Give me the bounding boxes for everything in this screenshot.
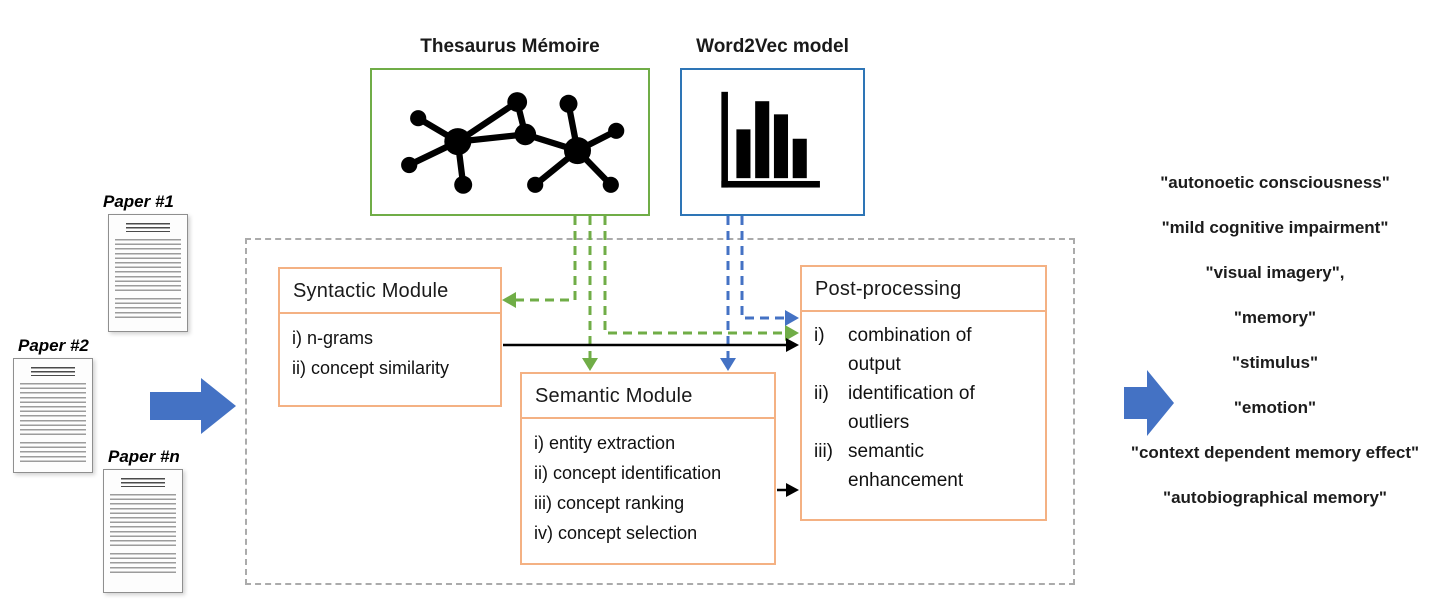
paper-text-lines (20, 383, 86, 435)
output-term: "emotion" (1233, 398, 1317, 417)
paper-text-lines (110, 494, 176, 546)
output-term: "memory" (1233, 308, 1317, 327)
item-text: concept selection (558, 523, 698, 543)
output-term: "visual imagery", (1205, 263, 1345, 282)
paper-text-lines (20, 442, 86, 464)
paper-n-thumbnail (103, 469, 183, 593)
output-term: "context dependent memory effect" (1130, 443, 1420, 462)
item-number: i) (814, 325, 825, 346)
module-item: iii) semantic enhancement (814, 437, 1033, 495)
semantic-module-box: Semantic Module i) entity extraction ii)… (520, 372, 776, 565)
paper-2-label: Paper #2 (18, 336, 89, 355)
output-term: "autobiographical memory" (1163, 488, 1387, 507)
paper-1-thumbnail (108, 214, 188, 332)
item-number: iii) (814, 441, 833, 462)
item-text: combination of output (848, 325, 972, 375)
module-item: ii) identification of outliers (814, 379, 1033, 437)
network-graph-icon (401, 91, 625, 194)
syntactic-module-title: Syntactic Module (280, 269, 500, 314)
item-text: identification of outliers (848, 383, 975, 433)
post-processing-module-box: Post-processing i) combination of output … (800, 265, 1047, 521)
bar-chart-icon (720, 91, 820, 188)
item-number: ii) (292, 358, 306, 378)
semantic-module-title: Semantic Module (522, 374, 774, 419)
item-number: ii) (814, 383, 829, 404)
semantic-module-items: i) entity extraction ii) concept identif… (522, 419, 774, 557)
paper-title-lines (125, 223, 171, 232)
module-item: i) combination of output (814, 321, 1033, 379)
post-processing-module-title: Post-processing (802, 267, 1045, 312)
paper-title-lines (120, 478, 166, 487)
paper-1-label: Paper #1 (103, 192, 174, 211)
module-item: i) n-grams (292, 323, 488, 353)
item-text: concept identification (553, 463, 722, 483)
word2vec-box (680, 68, 865, 216)
word2vec-label: Word2Vec model (696, 36, 849, 57)
paper-text-lines (110, 553, 176, 575)
module-item: iii) concept ranking (534, 488, 762, 518)
output-term: "mild cognitive impairment" (1161, 218, 1389, 237)
item-text: n-grams (307, 328, 374, 348)
input-flow-arrow (150, 378, 236, 434)
item-number: ii) (534, 463, 548, 483)
item-text: concept ranking (557, 493, 685, 513)
module-item: ii) concept similarity (292, 353, 488, 383)
module-item: i) entity extraction (534, 428, 762, 458)
syntactic-module-box: Syntactic Module i) n-grams ii) concept … (278, 267, 502, 407)
thesaurus-label: Thesaurus Mémoire (420, 36, 600, 57)
item-number: iii) (534, 493, 552, 513)
item-number: i) (292, 328, 302, 348)
paper-text-lines (115, 298, 181, 320)
output-terms-list: "autonoetic consciousness" "mild cogniti… (1125, 160, 1425, 520)
item-number: iv) (534, 523, 553, 543)
post-processing-module-items: i) combination of output ii) identificatio… (802, 312, 1045, 504)
item-text: concept similarity (311, 358, 450, 378)
paper-2-thumbnail (13, 358, 93, 473)
output-term: "stimulus" (1231, 353, 1319, 372)
item-text: entity extraction (549, 433, 676, 453)
item-number: i) (534, 433, 544, 453)
module-item: ii) concept identification (534, 458, 762, 488)
paper-n-label: Paper #n (108, 447, 180, 466)
syntactic-module-items: i) n-grams ii) concept similarity (280, 314, 500, 392)
paper-title-lines (30, 367, 76, 376)
item-text: semantic enhancement (848, 441, 964, 491)
paper-text-lines (115, 239, 181, 291)
thesaurus-box (370, 68, 650, 216)
module-item: iv) concept selection (534, 518, 762, 548)
output-term: "autonoetic consciousness" (1160, 173, 1390, 192)
